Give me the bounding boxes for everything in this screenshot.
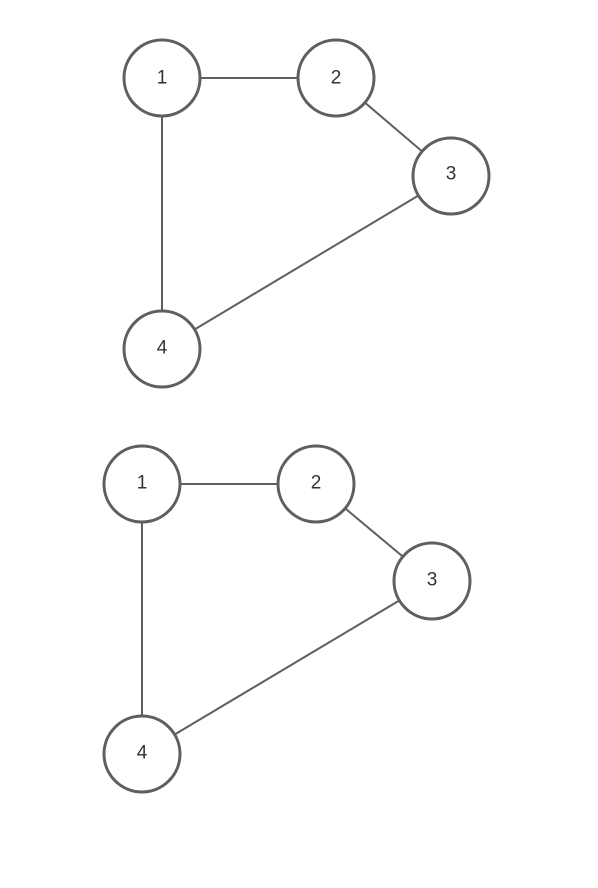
node-circle (122, 309, 202, 389)
node-3: 3 (411, 136, 491, 216)
node-label: 3 (446, 164, 457, 185)
graph-1: 1 2 3 4 (122, 38, 491, 389)
node-label: 1 (137, 473, 148, 494)
node-2: 2 (296, 38, 376, 118)
graph-2: 1 2 3 4 (102, 444, 472, 794)
node-label: 2 (311, 473, 322, 494)
node-label: 3 (427, 570, 438, 591)
node-label: 1 (157, 68, 168, 89)
node-3: 3 (392, 541, 472, 621)
node-circle (102, 444, 182, 524)
node-circle (276, 444, 356, 524)
node-label: 4 (137, 743, 148, 764)
node-label: 2 (331, 68, 342, 89)
node-4: 4 (102, 714, 182, 794)
node-1: 1 (102, 444, 182, 524)
node-1: 1 (122, 38, 202, 118)
edge-3-4 (141, 580, 433, 755)
node-circle (411, 136, 491, 216)
node-circle (392, 541, 472, 621)
edge-3-4 (161, 175, 452, 350)
node-circle (102, 714, 182, 794)
node-circle (122, 38, 202, 118)
node-4: 4 (122, 309, 202, 389)
node-circle (296, 38, 376, 118)
node-2: 2 (276, 444, 356, 524)
node-label: 4 (157, 338, 168, 359)
